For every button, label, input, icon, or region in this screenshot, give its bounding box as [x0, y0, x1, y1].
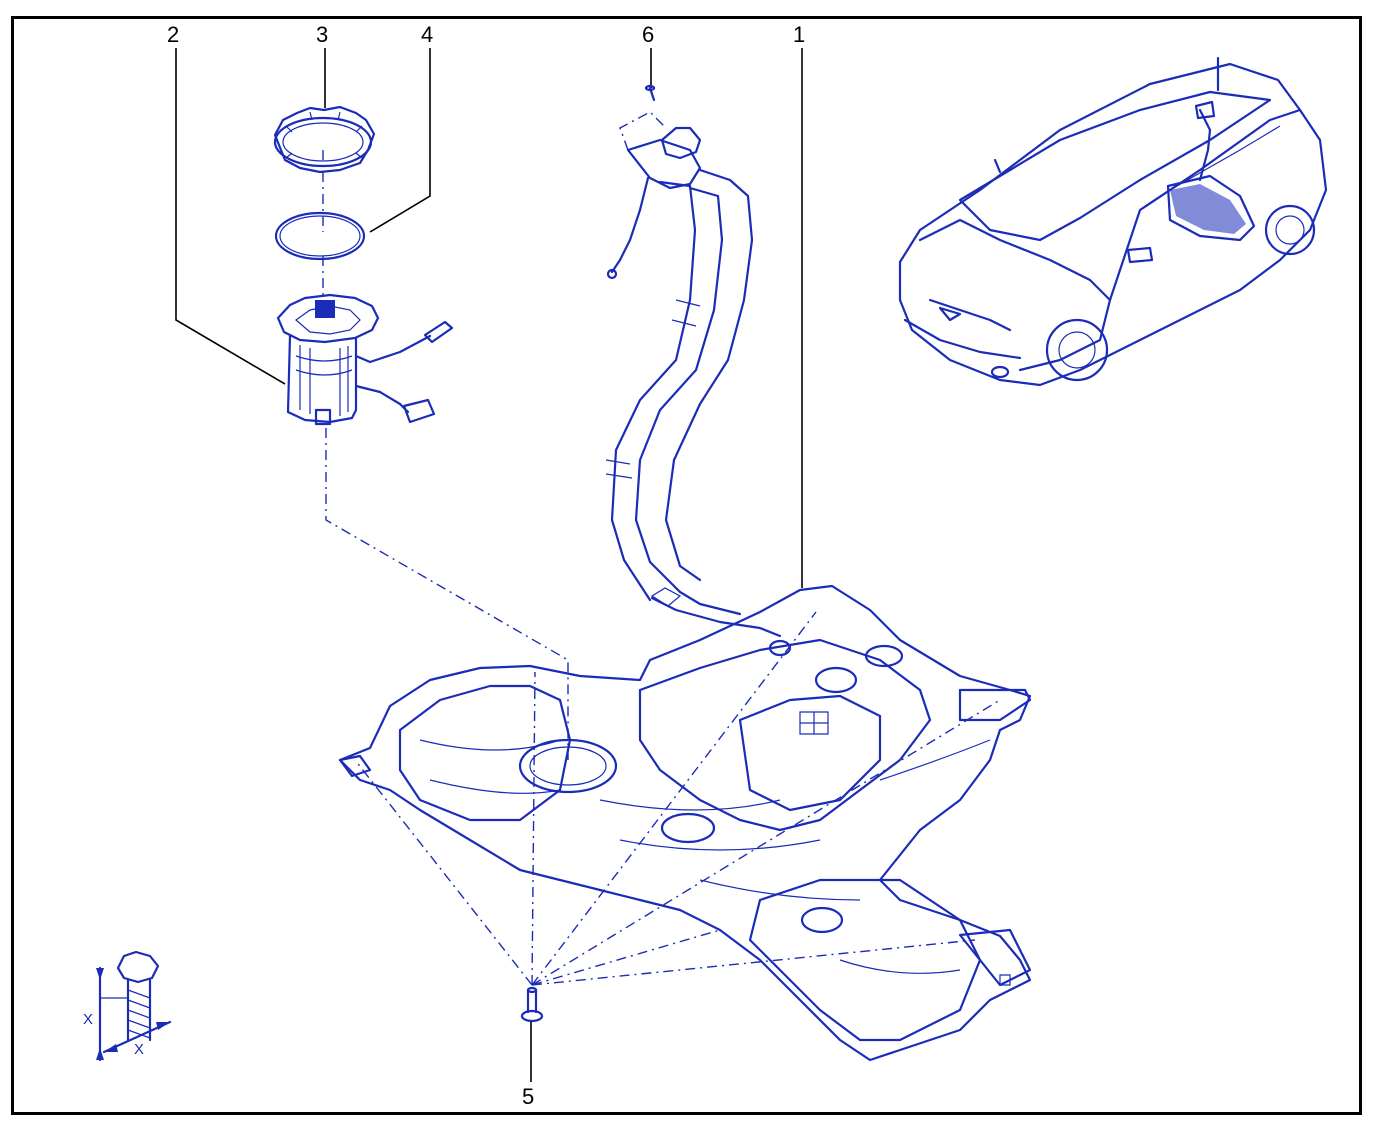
callout-4: 4: [421, 22, 434, 47]
vehicle-locator-view: [898, 56, 1328, 387]
assembly-lines: [322, 111, 1001, 986]
callout-3: 3: [316, 22, 329, 47]
filler-neck: [605, 126, 782, 638]
callout-1: 1: [793, 22, 806, 47]
fuel-tank: [338, 584, 1032, 1062]
leader-lines: [175, 48, 803, 1082]
leader-4: [369, 48, 431, 233]
fuel-pump-module: [276, 293, 454, 426]
diagram-frame: [11, 16, 1362, 1115]
dimension-label-horizontal: X: [134, 1041, 145, 1058]
filler-screw: [644, 84, 656, 102]
callout-5: 5: [522, 1084, 535, 1109]
callout-2: 2: [167, 22, 180, 47]
leader-2: [175, 48, 286, 385]
seal-ring: [274, 211, 366, 261]
tank-bolt: [520, 986, 544, 1023]
bolt-dimension-detail: [96, 950, 172, 1062]
dimension-label-vertical: X: [83, 1011, 94, 1028]
locking-ring: [273, 105, 376, 174]
tank-location-highlight: [1166, 56, 1256, 242]
callout-6: 6: [642, 22, 655, 47]
